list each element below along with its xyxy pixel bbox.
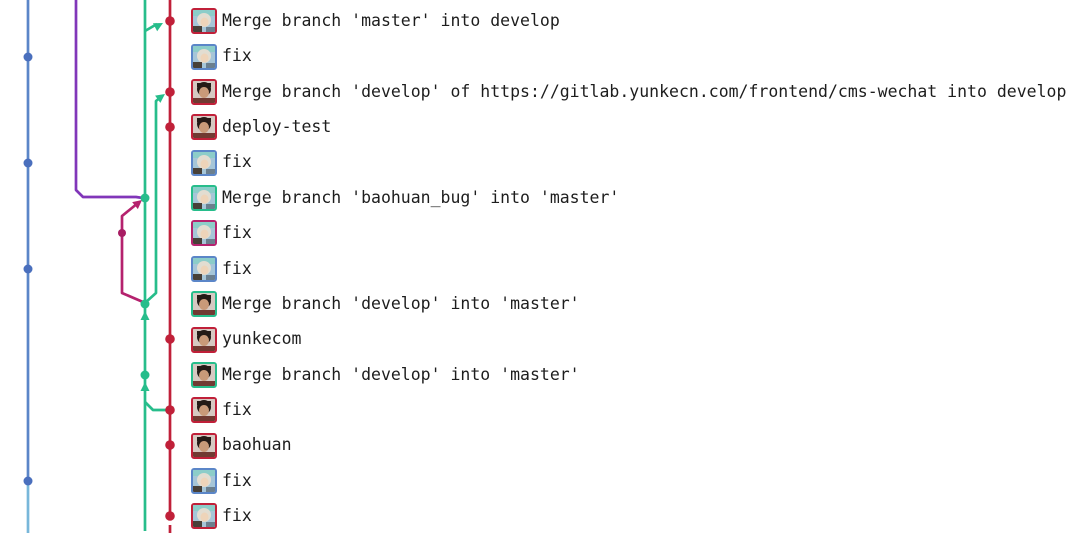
merge-arrow-into-row9 [140, 311, 150, 320]
avatar [191, 43, 217, 70]
commit-message: Merge branch 'baohuan_bug' into 'master' [222, 187, 620, 207]
avatar [191, 220, 217, 247]
commit-row[interactable]: fix [0, 145, 1080, 180]
avatar [191, 291, 217, 318]
avatar [191, 432, 217, 459]
avatar [191, 397, 217, 424]
commit-row[interactable]: fix [0, 393, 1080, 428]
commit-dot-red[interactable] [165, 16, 175, 26]
avatar [191, 149, 217, 176]
avatar [191, 467, 217, 494]
anime-avatar [193, 151, 215, 174]
commit-message: deploy-test [222, 117, 332, 137]
commit-row[interactable]: fix [0, 216, 1080, 251]
commit-row[interactable]: deploy-test [0, 110, 1080, 145]
anime-avatar [193, 505, 215, 528]
commit-dot-red[interactable] [165, 122, 175, 132]
commit-row[interactable]: Merge branch 'master' into develop [0, 4, 1080, 39]
commit-message: Merge branch 'develop' into 'master' [222, 364, 580, 384]
anime-avatar [193, 257, 215, 280]
photo-avatar [193, 434, 215, 457]
commit-dot-blue[interactable] [23, 52, 33, 62]
commit-dot-red[interactable] [165, 405, 175, 415]
commit-dot-green[interactable] [140, 370, 150, 380]
avatar [191, 79, 217, 106]
anime-avatar [193, 469, 215, 492]
commit-row[interactable]: yunkecom [0, 322, 1080, 357]
commit-dot-pink[interactable] [118, 229, 126, 237]
commit-row[interactable]: Merge branch 'develop' of https://gitlab… [0, 74, 1080, 109]
commit-row[interactable]: fix [0, 251, 1080, 286]
commit-message: fix [222, 399, 252, 419]
commit-message: Merge branch 'master' into develop [222, 11, 560, 31]
branch-line-purple-lane [74, 0, 144, 200]
commit-message: Merge branch 'develop' of https://gitlab… [222, 81, 1067, 101]
commit-message: fix [222, 258, 252, 278]
commit-row[interactable]: fix [0, 463, 1080, 498]
commit-row[interactable]: baohuan [0, 428, 1080, 463]
branch-line-green-develop-spur [144, 401, 167, 412]
commit-message: fix [222, 46, 252, 66]
commit-row[interactable]: fix [0, 499, 1080, 533]
commit-dot-blue[interactable] [23, 476, 33, 486]
avatar [191, 185, 217, 212]
commit-message: fix [222, 470, 252, 490]
commit-dot-red[interactable] [165, 87, 175, 97]
photo-avatar [193, 116, 215, 139]
photo-avatar [193, 81, 215, 104]
merge-arrow-into-row11 [140, 382, 150, 391]
merge-arrow-into-row1 [152, 23, 163, 32]
anime-avatar [193, 10, 215, 33]
commit-row[interactable]: Merge branch 'baohuan_bug' into 'master' [0, 180, 1080, 215]
commit-dot-blue[interactable] [23, 158, 33, 168]
anime-avatar [193, 222, 215, 245]
anime-avatar [193, 187, 215, 210]
commit-message: Merge branch 'develop' into 'master' [222, 293, 580, 313]
photo-avatar [193, 363, 215, 386]
commit-dot-blue[interactable] [23, 264, 33, 274]
merge-arrow-into-row6 [132, 200, 142, 210]
commit-message: yunkecom [222, 329, 302, 349]
photo-avatar [193, 399, 215, 422]
commit-dot-green[interactable] [140, 299, 150, 309]
commit-message: fix [222, 152, 252, 172]
branch-line-pink-baohuan-bug-lane [120, 201, 144, 304]
commit-row[interactable]: fix [0, 39, 1080, 74]
avatar [191, 326, 217, 353]
avatar [191, 503, 217, 530]
avatar [191, 361, 217, 388]
commit-message: fix [222, 506, 252, 526]
commit-dot-red[interactable] [165, 440, 175, 450]
commit-dot-red[interactable] [165, 334, 175, 344]
commit-message: fix [222, 223, 252, 243]
commit-message: baohuan [222, 435, 292, 455]
merge-arrow-into-row3 [155, 94, 165, 103]
commit-dot-green[interactable] [140, 193, 150, 203]
avatar [191, 8, 217, 35]
avatar [191, 255, 217, 282]
commit-dot-red[interactable] [165, 511, 175, 521]
photo-avatar [193, 328, 215, 351]
commit-row[interactable]: Merge branch 'develop' into 'master' [0, 286, 1080, 321]
photo-avatar [193, 293, 215, 316]
avatar [191, 114, 217, 141]
anime-avatar [193, 45, 215, 68]
commit-row[interactable]: Merge branch 'develop' into 'master' [0, 357, 1080, 392]
